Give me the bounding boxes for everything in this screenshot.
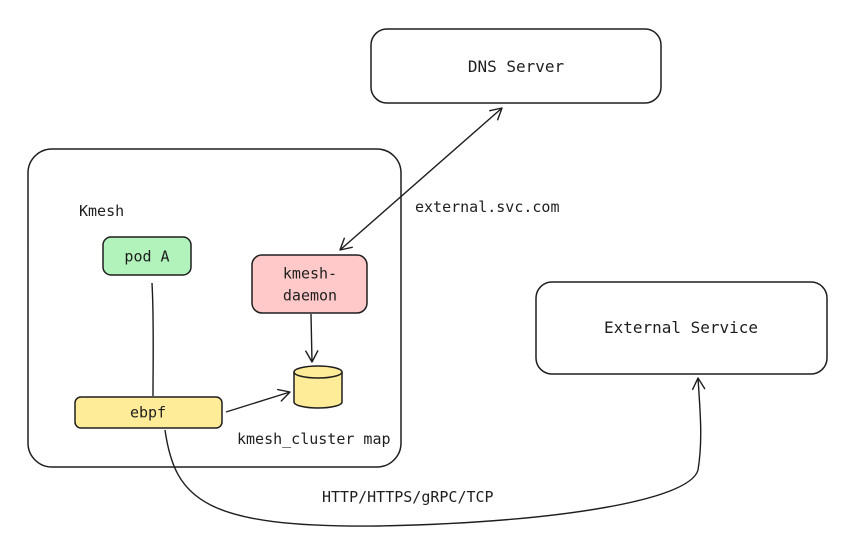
kmesh-label: Kmesh: [79, 202, 125, 220]
external-service-box: [535, 281, 828, 375]
pod-to-ebpf-line: [151, 282, 154, 397]
external-service-label: External Service: [603, 318, 759, 337]
dns-query-label: external.svc.com: [415, 198, 560, 216]
ebpf-box: [74, 396, 223, 429]
pod-a-label: pod A: [124, 247, 170, 266]
ebpf-to-map-arrow: [225, 388, 291, 413]
cluster-map-label: kmesh_cluster map: [237, 430, 391, 448]
cluster-map-cylinder: [293, 365, 343, 409]
kmesh-daemon-label-line2: daemon: [282, 286, 338, 305]
daemon-to-map-arrow: [305, 313, 319, 363]
dns-server-label: DNS Server: [467, 57, 565, 76]
traffic-label: HTTP/HTTPS/gRPC/TCP: [322, 488, 494, 506]
ebpf-label: ebpf: [129, 403, 167, 422]
traffic-arrow: [164, 377, 706, 527]
pod-a-box: [102, 236, 192, 276]
dns-query-arrow: [339, 107, 503, 251]
kmesh-daemon-label-line1: kmesh-: [282, 264, 338, 283]
kmesh-daemon-box: [251, 254, 368, 314]
dns-server-box: [370, 28, 662, 104]
